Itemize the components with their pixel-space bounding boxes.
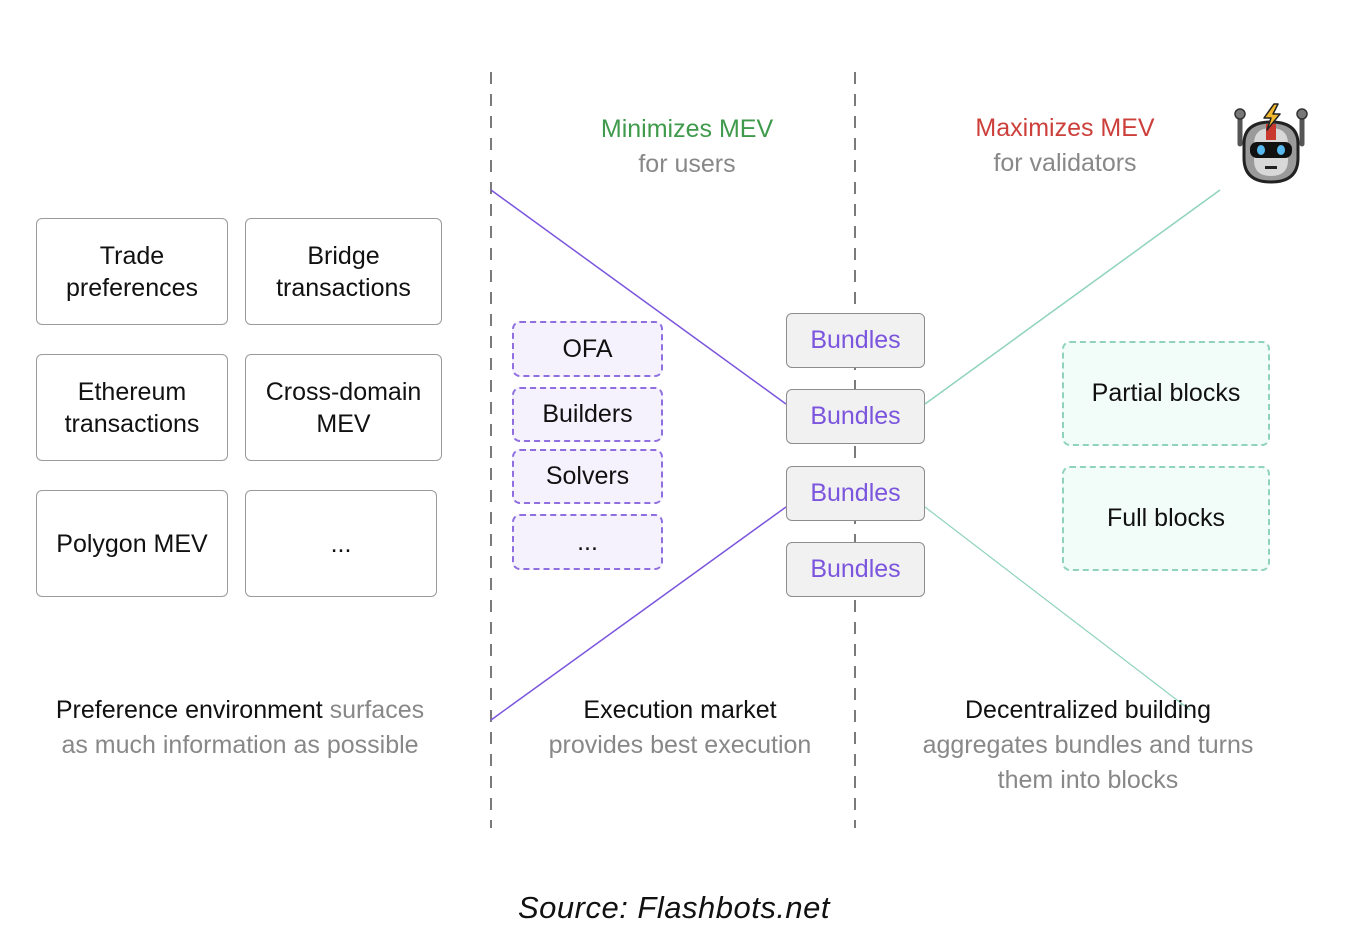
exec-item-ofa: OFA [512, 321, 663, 377]
exec-item-label: ... [577, 527, 598, 556]
caption-strong: Decentralized building [965, 696, 1211, 724]
pref-item-line1: Polygon MEV [56, 529, 208, 558]
caption-line2: provides best execution [548, 731, 812, 759]
exec-item-more: ... [512, 514, 663, 570]
minimizes-mev-title: Minimizes MEV [600, 115, 774, 143]
caption-strong: Execution market [583, 696, 777, 724]
exec-item-solvers: Solvers [512, 449, 663, 504]
decentralized-building-caption: Decentralized building aggregates bundle… [888, 693, 1288, 798]
robot-with-lightning-icon [1234, 103, 1308, 184]
block-item-partial-blocks: Partial blocks [1062, 341, 1270, 446]
caption-line2: as much information as possible [61, 731, 419, 759]
maximizes-mev-heading: Maximizes MEV for validators [930, 111, 1200, 181]
pref-item-polygon-mev: Polygon MEV [36, 490, 228, 597]
bundle-label: Bundles [810, 479, 901, 507]
pref-item-line2: transactions [276, 273, 411, 302]
execution-market-caption: Execution market provides best execution [520, 693, 840, 763]
exec-item-label: Solvers [545, 462, 630, 490]
bundle-label: Bundles [810, 555, 901, 583]
bundle-label: Bundles [810, 326, 901, 354]
pref-item-line1: ... [330, 529, 352, 558]
exec-item-label: OFA [562, 334, 613, 363]
maximizes-mev-subtitle: for validators [993, 149, 1137, 177]
block-item-full-blocks: Full blocks [1062, 466, 1270, 571]
block-item-label: Partial blocks [1091, 379, 1241, 407]
pref-item-line2: preferences [65, 273, 199, 302]
source-attribution: Source: Flashbots.net [517, 890, 831, 925]
bundle-label: Bundles [810, 402, 901, 430]
pref-item-line1: Ethereum [77, 377, 187, 406]
caption-rest: surfaces [322, 696, 425, 724]
exec-item-builders: Builders [512, 387, 663, 442]
bundle-item: Bundles [786, 466, 925, 521]
pref-item-line1: Bridge [307, 241, 380, 270]
pref-item-line1: Cross-domain [265, 377, 422, 406]
pref-item-line2: transactions [64, 409, 200, 438]
pref-item-more: ... [245, 490, 437, 597]
bundle-item: Bundles [786, 542, 925, 597]
minimizes-mev-subtitle: for users [638, 150, 736, 178]
caption-strong: Preference environment [55, 696, 323, 724]
pref-item-line2: MEV [316, 409, 371, 438]
pref-item-line1: Trade [99, 241, 165, 270]
pref-item-ethereum-transactions: Ethereum transactions [36, 354, 228, 461]
block-item-label: Full blocks [1106, 504, 1226, 532]
bundle-item: Bundles [786, 389, 925, 444]
caption-line3: them into blocks [997, 766, 1179, 794]
bundle-item: Bundles [786, 313, 925, 368]
preference-environment-caption: Preference environment surfaces as much … [20, 693, 460, 763]
pref-item-bridge-transactions: Bridge transactions [245, 218, 442, 325]
caption-line2: aggregates bundles and turns [922, 731, 1254, 759]
maximizes-mev-title: Maximizes MEV [975, 114, 1155, 142]
exec-item-label: Builders [542, 400, 633, 428]
minimizes-mev-heading: Minimizes MEV for users [560, 112, 814, 182]
pref-item-trade-preferences: Trade preferences [36, 218, 228, 325]
